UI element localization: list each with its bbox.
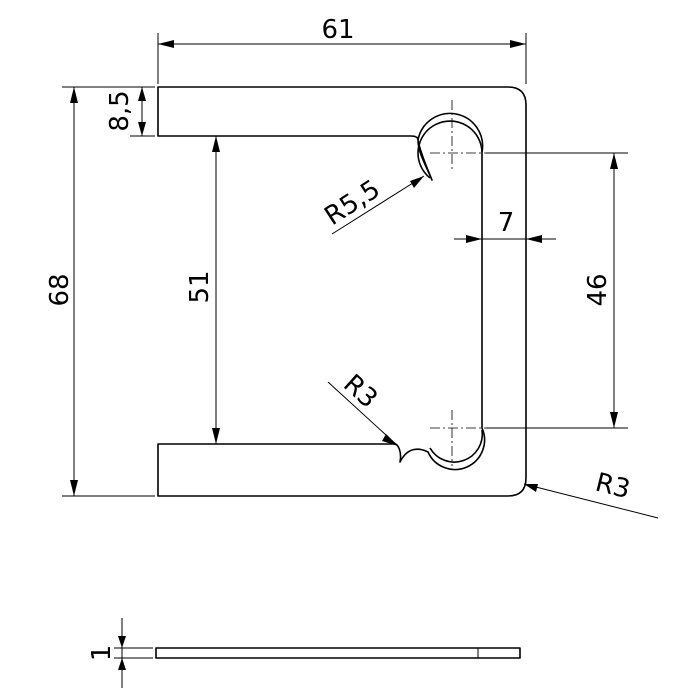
dim-label-r3-outer: R3 [592, 468, 633, 505]
dim-label-46: 46 [583, 273, 613, 306]
top-slot-circle [417, 120, 483, 179]
dim-opening-height: 51 [185, 136, 220, 444]
dim-overall-height: 68 [45, 86, 155, 497]
dim-inner-fillet: R3 [327, 369, 399, 447]
side-view [155, 647, 521, 659]
dim-label-7: 7 [498, 208, 515, 238]
dim-label-51: 51 [185, 270, 215, 303]
dim-label-1: 1 [87, 645, 117, 662]
dim-label-8-5: 8,5 [105, 90, 135, 131]
dim-slot-radius: R5,5 [319, 174, 425, 235]
dim-top-flange: 8,5 [105, 87, 155, 137]
dim-slot-distance: 46 [486, 152, 628, 429]
part-outline [157, 86, 527, 497]
dim-overall-width: 61 [157, 15, 527, 84]
dim-web-width: 7 [454, 208, 556, 243]
dim-thickness: 1 [87, 618, 153, 688]
dim-outer-corner: R3 [523, 468, 659, 519]
dim-label-61: 61 [321, 15, 354, 45]
dim-label-68: 68 [45, 273, 75, 306]
dim-label-r3-inner: R3 [337, 369, 383, 414]
bottom-slot-circle [429, 429, 484, 463]
dim-label-r5-5: R5,5 [319, 174, 385, 232]
